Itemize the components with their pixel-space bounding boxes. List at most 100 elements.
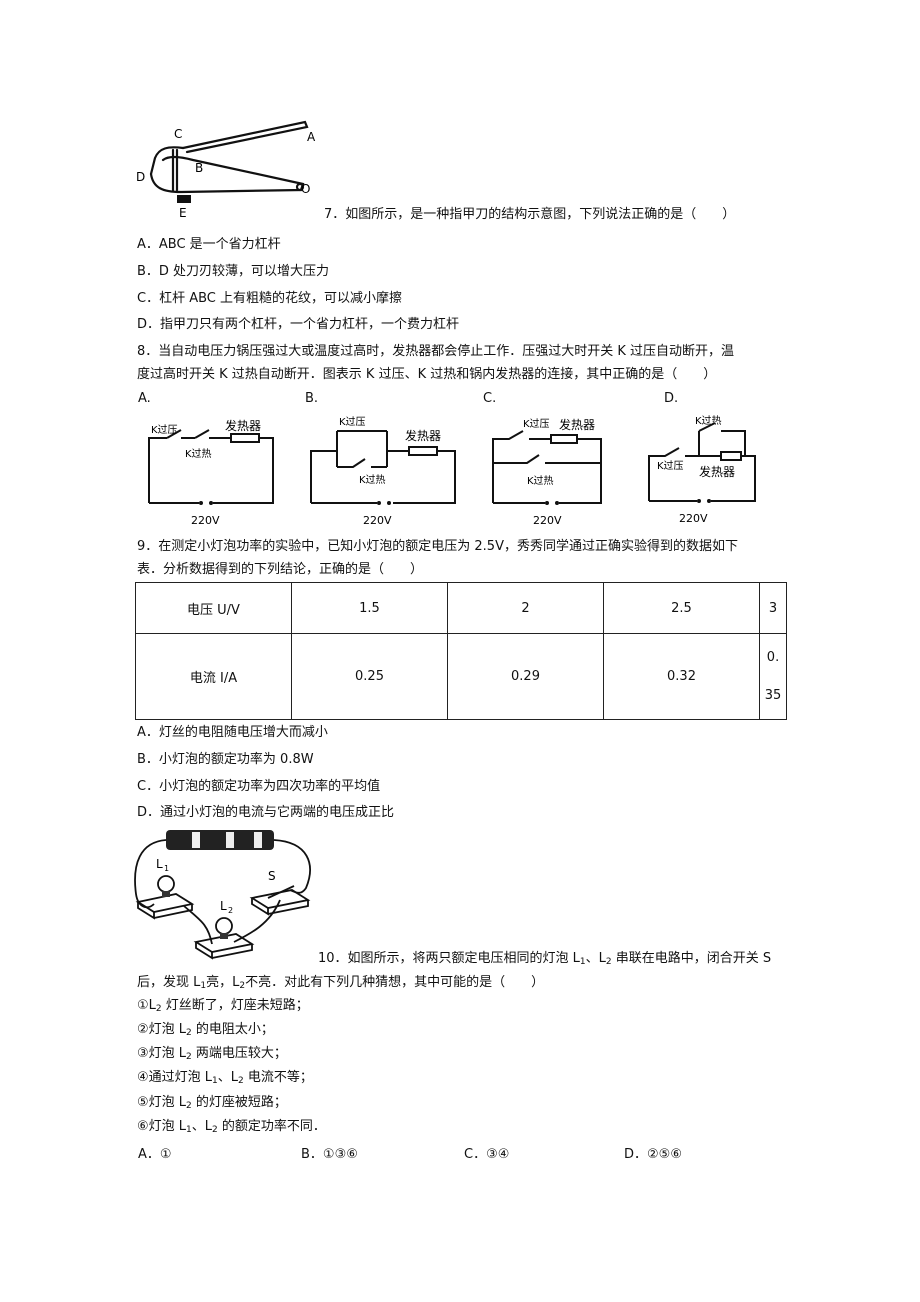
table-cell: 0.25	[291, 633, 448, 720]
q7-stem: 7．如图所示，是一种指甲刀的结构示意图，下列说法正确的是（ ）	[324, 207, 736, 222]
circuit-c: K过压 K过热 发热器 220V	[492, 417, 602, 527]
subscript: 1	[212, 1076, 218, 1086]
q9-option-b: B．小灯泡的额定功率为 0.8W	[137, 752, 314, 767]
subscript: 1	[200, 981, 207, 991]
guess-text: ①L	[137, 998, 156, 1013]
circuit-a-kover-pressure: K过压	[151, 423, 178, 436]
label-l1-sub: 1	[164, 864, 169, 873]
q9-stem-line1: 9．在测定小灯泡功率的实验中，已知小灯泡的额定电压为 2.5V，秀秀同学通过正确…	[137, 539, 738, 554]
q8-option-b-letter: B.	[305, 391, 319, 406]
circuit-b-kover-pressure: K过压	[339, 415, 366, 428]
subscript: 2	[605, 957, 612, 967]
subscript: 2	[239, 981, 246, 991]
table-header-current: 电流 I/A	[135, 633, 292, 720]
q8-option-c-letter: C.	[483, 391, 497, 406]
series-bulbs-figure: L 1 L 2 S	[134, 830, 311, 960]
q10-line2-part1: 后，发现 L	[137, 975, 201, 990]
q10-stem-part2: 、L	[585, 951, 606, 966]
table-cell: 2	[447, 582, 604, 634]
q10-guess-3: ③灯泡 L2 两端电压较大；	[137, 1045, 287, 1066]
q7-option-a: A．ABC 是一个省力杠杆	[137, 237, 281, 252]
q10-guess-6: ⑥灯泡 L1、L2 的额定功率不同．	[137, 1118, 326, 1139]
subscript: 2	[238, 1076, 244, 1086]
q8-option-d-letter: D.	[664, 391, 679, 406]
q10-stem-part1: 10．如图所示，将两只额定电压相同的灯泡 L	[318, 951, 580, 966]
table-cell: 2.5	[603, 582, 760, 634]
guess-text: 、L	[191, 1119, 213, 1134]
q10-stem-part3: 串联在电路中，闭合开关 S	[611, 951, 772, 966]
q10-line2-part2: 亮，L	[206, 975, 240, 990]
label-c: C	[174, 127, 182, 141]
label-s: S	[268, 869, 276, 883]
circuit-d-heater: 发热器	[699, 464, 735, 479]
q10-guess-5: ⑤灯泡 L2 的灯座被短路；	[137, 1094, 287, 1115]
table-cell: 0. 35	[759, 633, 787, 720]
q10-stem-line1: 10．如图所示，将两只额定电压相同的灯泡 L1、L2 串联在电路中，闭合开关 S	[318, 950, 771, 971]
subscript: 1	[186, 1125, 192, 1135]
table-cell: 3	[759, 582, 787, 634]
guess-text: 、L	[217, 1070, 239, 1085]
q7-option-d: D．指甲刀只有两个杠杆，一个省力杠杆，一个费力杠杆	[137, 317, 460, 332]
circuit-a-heater: 发热器	[225, 418, 261, 433]
guess-text: 的额定功率不同．	[217, 1119, 326, 1134]
table-cell: 0.32	[603, 633, 760, 720]
label-a: A	[307, 130, 316, 144]
table-header-voltage: 电压 U/V	[135, 582, 292, 634]
q10-option-d: D．②⑤⑥	[624, 1147, 682, 1162]
guess-text: 两端电压较大；	[191, 1046, 287, 1061]
label-l2: L	[220, 899, 227, 913]
table-row: 电流 I/A 0.25 0.29 0.32 0. 35	[135, 633, 787, 720]
label-o: O	[301, 182, 310, 196]
label-b: B	[195, 161, 203, 175]
subscript: 2	[186, 1028, 192, 1038]
circuit-d-voltage: 220V	[679, 512, 708, 525]
guess-text: ⑥灯泡 L	[137, 1119, 187, 1134]
q10-option-b: B．①③⑥	[301, 1147, 358, 1162]
guess-text: ⑤灯泡 L	[137, 1095, 187, 1110]
circuit-a-voltage: 220V	[191, 514, 220, 527]
circuit-b-heater: 发热器	[405, 428, 441, 443]
circuit-a: K过压 K过热 发热器 220V	[148, 418, 274, 527]
label-l2-sub: 2	[228, 906, 233, 915]
guess-text: ④通过灯泡 L	[137, 1070, 213, 1085]
q8-stem-line1: 8．当自动电压力锅压强过大或温度过高时，发热器都会停止工作．压强过大时开关 K …	[137, 344, 735, 359]
circuit-d-kover-heat: K过热	[695, 414, 722, 427]
q9-option-c: C．小灯泡的额定功率为四次功率的平均值	[137, 779, 381, 794]
guess-text: 电流不等；	[243, 1070, 313, 1085]
circuit-b-kover-heat: K过热	[359, 473, 386, 486]
q10-option-c: C．③④	[464, 1147, 510, 1162]
data-table: 电压 U/V 1.5 2 2.5 3 电流 I/A 0.25 0.29 0.32…	[135, 582, 787, 720]
label-e: E	[179, 206, 187, 220]
guess-text: 的电阻太小；	[191, 1022, 274, 1037]
q10-line2-part3: 不亮．对此有下列几种猜想，其中可能的是（ ）	[245, 975, 545, 990]
q10-stem-line2: 后，发现 L1亮，L2不亮．对此有下列几种猜想，其中可能的是（ ）	[137, 974, 544, 995]
label-d: D	[136, 170, 145, 184]
subscript: 2	[155, 1004, 162, 1014]
subscript: 2	[186, 1101, 192, 1111]
q10-option-a: A．①	[138, 1147, 172, 1162]
guess-text: 的灯座被短路；	[191, 1095, 287, 1110]
circuit-b: K过压 K过热 发热器 220V	[310, 415, 456, 527]
circuit-c-kover-pressure: K过压	[523, 417, 550, 430]
q7-option-c: C．杠杆 ABC 上有粗糙的花纹，可以减小摩擦	[137, 291, 403, 306]
subscript: 2	[212, 1125, 218, 1135]
circuit-d: K过热 K过压 发热器 220V	[648, 414, 756, 525]
q7-option-b: B．D 处刀刃较薄，可以增大压力	[137, 264, 330, 279]
q9-option-d: D．通过小灯泡的电流与它两端的电压成正比	[137, 805, 395, 820]
q10-guess-1: ①L2 灯丝断了，灯座未短路；	[137, 997, 309, 1018]
guess-text: ③灯泡 L	[137, 1046, 187, 1061]
circuit-c-kover-heat: K过热	[527, 474, 554, 487]
q8-option-a-letter: A.	[138, 391, 151, 406]
label-l1: L	[156, 857, 163, 871]
subscript: 2	[186, 1052, 192, 1062]
circuit-d-kover-pressure: K过压	[657, 459, 684, 472]
q10-guess-2: ②灯泡 L2 的电阻太小；	[137, 1021, 274, 1042]
q9-option-a: A．灯丝的电阻随电压增大而减小	[137, 725, 328, 740]
table-cell: 0.29	[447, 633, 604, 720]
guess-text: 灯丝断了，灯座未短路；	[161, 998, 309, 1013]
table-cell-top: 0.	[766, 649, 780, 665]
circuit-c-heater: 发热器	[559, 417, 595, 432]
table-cell: 1.5	[291, 582, 448, 634]
q10-guess-4: ④通过灯泡 L1、L2 电流不等；	[137, 1069, 313, 1090]
table-row: 电压 U/V 1.5 2 2.5 3	[135, 582, 787, 634]
